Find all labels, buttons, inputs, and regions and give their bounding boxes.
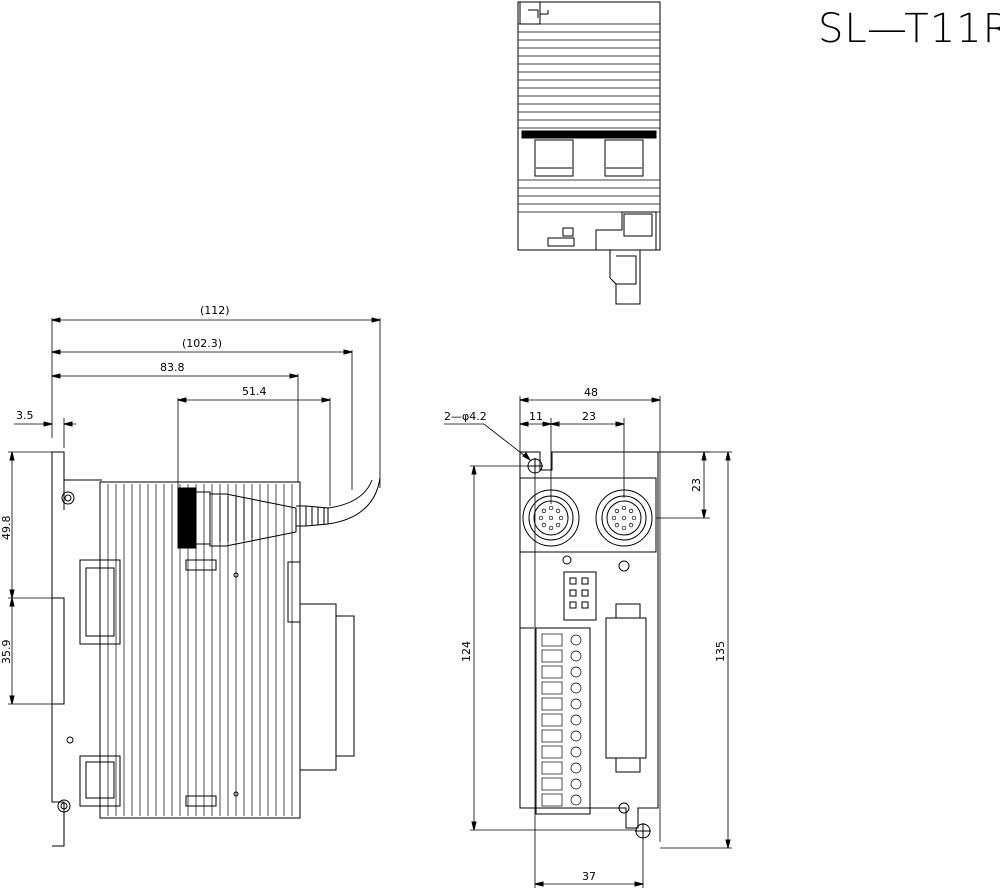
- dim-23-top: 23: [582, 410, 596, 423]
- dim-11: 11: [529, 410, 543, 423]
- front-view: [519, 451, 659, 839]
- front-view-dimensions: 48 11 23 2—φ4.2 23 124 135 37: [444, 386, 732, 888]
- dim-3-5: 3.5: [16, 409, 34, 422]
- dim-51-4: 51.4: [242, 385, 267, 398]
- dim-112: (112): [200, 304, 230, 317]
- dim-35-9: 35.9: [0, 640, 13, 665]
- dim-48: 48: [584, 386, 598, 399]
- dim-83-8: 83.8: [160, 361, 185, 374]
- side-view: [51, 451, 381, 847]
- dim-124: 124: [460, 641, 473, 662]
- dim-49-8: 49.8: [0, 516, 13, 541]
- top-view: [517, 1, 661, 305]
- dim-135: 135: [714, 641, 727, 662]
- hole-callout: 2—φ4.2: [444, 410, 487, 423]
- dim-37: 37: [582, 870, 596, 883]
- model-title: SL—T11R: [818, 6, 1000, 52]
- dim-102-3: (102.3): [182, 337, 222, 350]
- dim-23-right: 23: [690, 478, 703, 492]
- side-view-dimensions: (112) (102.3) 83.8 51.4 3.5 49.8 35.9: [0, 304, 381, 705]
